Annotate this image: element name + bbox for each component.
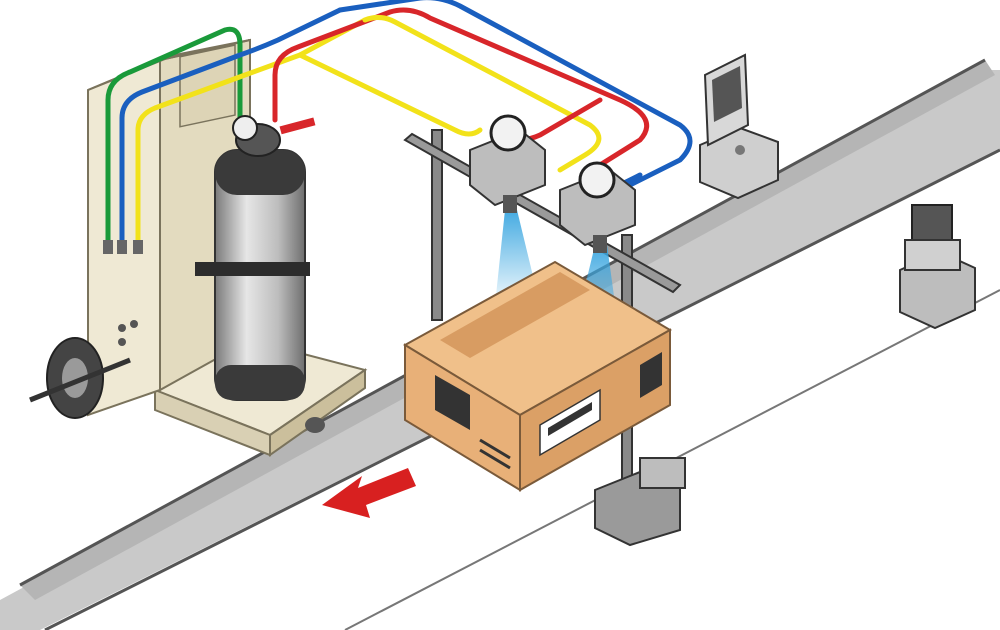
cabinet-port: [118, 324, 126, 332]
sensor-unit-right: [899, 204, 976, 330]
stand-pole-left: [431, 129, 443, 321]
hose-green: [105, 26, 243, 248]
hose-connector: [117, 240, 127, 254]
box-barcode-line: [479, 438, 511, 460]
box-flap-gap: [440, 272, 590, 358]
cart-caster: [305, 417, 325, 433]
hose-yellow-overhead: [362, 14, 602, 173]
pressure-gauge-icon: [578, 161, 616, 199]
cylinder-bottom-band: [215, 365, 305, 400]
cylinder-top-band: [215, 150, 305, 195]
box-marking-side: [640, 352, 662, 398]
hoses-cabinet: [103, 7, 368, 254]
control-cabinet-cart: [29, 38, 368, 457]
cart-wheel-hub: [62, 358, 88, 398]
box-barcode-line: [479, 448, 511, 470]
cabinet-port: [118, 338, 126, 346]
valve-handle: [279, 117, 316, 135]
cart-base-side: [269, 368, 366, 457]
pressure-gauge-icon: [489, 114, 527, 152]
spray-nozzle-1: [469, 114, 546, 213]
monitor-screen: [712, 66, 742, 122]
cardboard-box: [403, 260, 672, 492]
monitor-knob: [735, 145, 745, 155]
hose-yellow-to-nozzle-1: [297, 52, 483, 137]
hose-connector: [103, 240, 113, 254]
direction-arrow-icon: [322, 468, 416, 518]
hoses-overhead: [297, 0, 693, 193]
cart-axle: [29, 357, 131, 403]
cabinet-panel: [179, 44, 236, 128]
gas-cylinder: [195, 115, 316, 401]
box-label-bar: [548, 402, 592, 436]
sensor-head: [904, 239, 961, 271]
hose-yellow: [135, 17, 368, 248]
cabinet-port: [130, 320, 138, 328]
pressure-gauge-icon: [232, 115, 258, 141]
control-monitor-unit: [699, 53, 779, 200]
hose-connector: [133, 240, 143, 254]
sensor-icon: [639, 457, 686, 489]
hose-blue-overhead: [337, 0, 693, 193]
hose-blue: [119, 7, 343, 248]
spray-nozzle-icon: [503, 195, 517, 213]
box-marking: [435, 375, 470, 430]
spray-nozzle-icon: [593, 235, 607, 253]
hose-red: [272, 7, 650, 168]
cylinder-strap: [195, 262, 310, 276]
spray-nozzle-2: [559, 161, 636, 253]
